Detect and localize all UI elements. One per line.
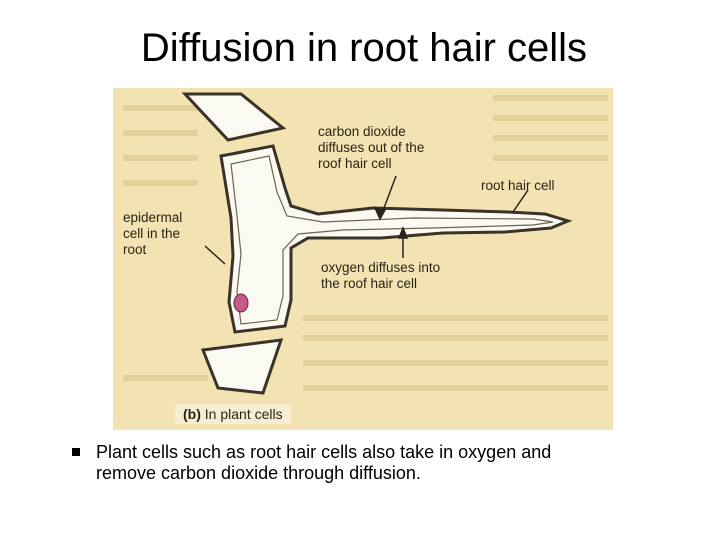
top-epidermal-cell: [181, 92, 287, 142]
label-root-hair-cell: root hair cell: [481, 178, 555, 193]
label-carbon-dioxide: carbon dioxide diffuses out of the roof …: [318, 124, 425, 171]
label-epidermal-cell: epidermal cell in the root: [123, 210, 183, 257]
diagram-drawing: [123, 92, 608, 395]
root-hair-diagram: carbon dioxide diffuses out of the roof …: [113, 88, 613, 430]
background-text-lines: [123, 95, 608, 391]
slide-title: Diffusion in root hair cells: [140, 26, 588, 70]
bullet-item: Plant cells such as root hair cells also…: [72, 442, 612, 484]
pointer-lines: [204, 175, 529, 265]
bullet-list: Plant cells such as root hair cells also…: [72, 442, 612, 484]
nucleus: [233, 293, 249, 313]
bottom-epidermal-cell: [200, 338, 284, 395]
root-hair-cell: [219, 144, 573, 334]
arrow-up-icon: [373, 206, 387, 221]
figure-caption: (b) In plant cells: [175, 404, 291, 424]
bullet-text: Plant cells such as root hair cells also…: [96, 442, 552, 483]
caption-text: In plant cells: [204, 406, 283, 422]
label-oxygen: oxygen diffuses into the roof hair cell: [321, 260, 441, 291]
caption-letter: (b): [183, 406, 201, 422]
bullet-square-icon: [72, 448, 80, 456]
arrow-up-icon: [397, 225, 409, 239]
